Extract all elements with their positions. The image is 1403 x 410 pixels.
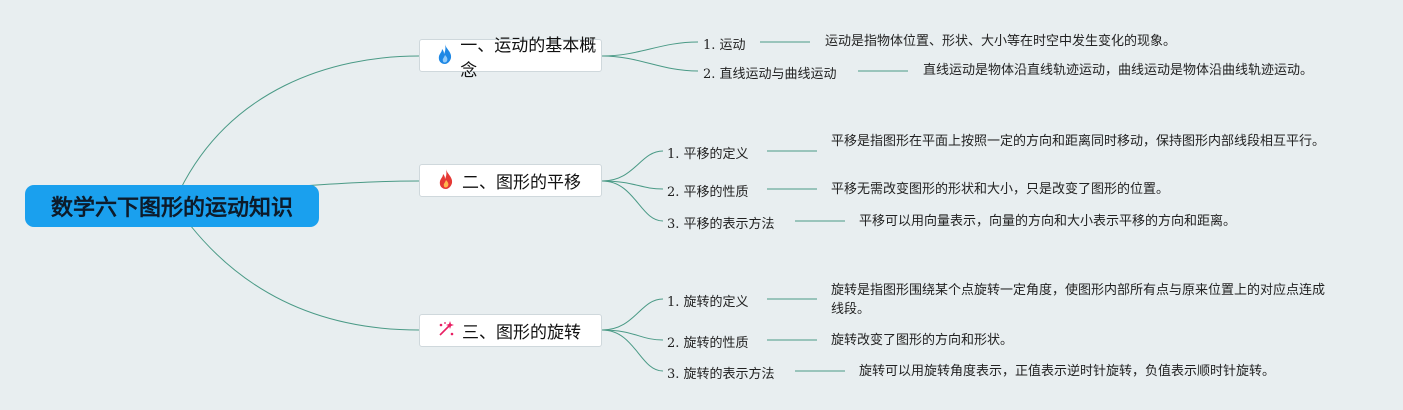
leaf-desc: 平移可以用向量表示，向量的方向和大小表示平移的方向和距离。: [859, 214, 1237, 229]
connector-b2-c1: [601, 150, 664, 182]
leaf-desc: 平移是指图形在平面上按照一定的方向和距离同时移动，保持图形内部线段相互平行。: [831, 134, 1326, 149]
leaf-desc: 平移无需改变图形的形状和大小，只是改变了图形的位置。: [831, 182, 1170, 197]
connector-b2-c2: [601, 180, 664, 190]
leaf-rotation-definition[interactable]: 1. 旋转的定义: [667, 295, 749, 310]
leaf-translation-properties[interactable]: 2. 平移的性质: [667, 185, 749, 200]
leaf-desc: 运动是指物体位置、形状、大小等在时空中发生变化的现象。: [825, 34, 1177, 49]
leaf-desc: 旋转是指图形围绕某个点旋转一定角度，使图形内部所有点与原来位置上的对应点连成线段…: [831, 283, 1326, 317]
connector-b2-c3: [601, 180, 664, 222]
branch-label: 二、图形的平移: [462, 173, 581, 193]
connector-root-branch-1: [179, 55, 420, 191]
branch-node-translation[interactable]: 二、图形的平移: [419, 164, 602, 197]
sparkle-icon: [435, 320, 457, 342]
leaf-desc: 旋转可以用旋转角度表示，正值表示逆时针旋转，负值表示顺时针旋转。: [859, 364, 1276, 379]
connector-b3-c2: [601, 329, 664, 341]
leaf-translation-definition[interactable]: 1. 平移的定义: [667, 147, 749, 162]
branch-node-rotation[interactable]: 三、图形的旋转: [419, 314, 602, 347]
connector-b3-c1: [601, 298, 664, 331]
connector-root-branch-2: [299, 180, 420, 187]
leaf-rotation-properties[interactable]: 2. 旋转的性质: [667, 336, 749, 351]
branch-label: 三、图形的旋转: [462, 323, 581, 343]
blue-flame-icon: [435, 43, 455, 68]
connector-b1-c2: [601, 55, 699, 72]
red-flame-icon: [435, 168, 457, 193]
connector-b1-c1: [601, 41, 699, 57]
leaf-translation-representation[interactable]: 3. 平移的表示方法: [667, 217, 775, 232]
branch-node-basic-concepts[interactable]: 一、运动的基本概念: [419, 36, 602, 81]
connector-b3-c3: [601, 329, 664, 372]
leaf-desc: 旋转改变了图形的方向和形状。: [831, 333, 1014, 348]
connector-root-branch-3: [189, 224, 420, 331]
branch-label: 一、运动的基本概念: [460, 35, 597, 81]
leaf-rotation-representation[interactable]: 3. 旋转的表示方法: [667, 367, 775, 382]
root-node[interactable]: 数学六下图形的运动知识: [25, 185, 319, 227]
leaf-desc: 直线运动是物体沿直线轨迹运动，曲线运动是物体沿曲线轨迹运动。: [923, 63, 1314, 78]
leaf-linear-curved-motion[interactable]: 2. 直线运动与曲线运动: [703, 67, 837, 82]
leaf-motion[interactable]: 1. 运动: [703, 38, 746, 53]
root-label: 数学六下图形的运动知识: [50, 196, 293, 221]
